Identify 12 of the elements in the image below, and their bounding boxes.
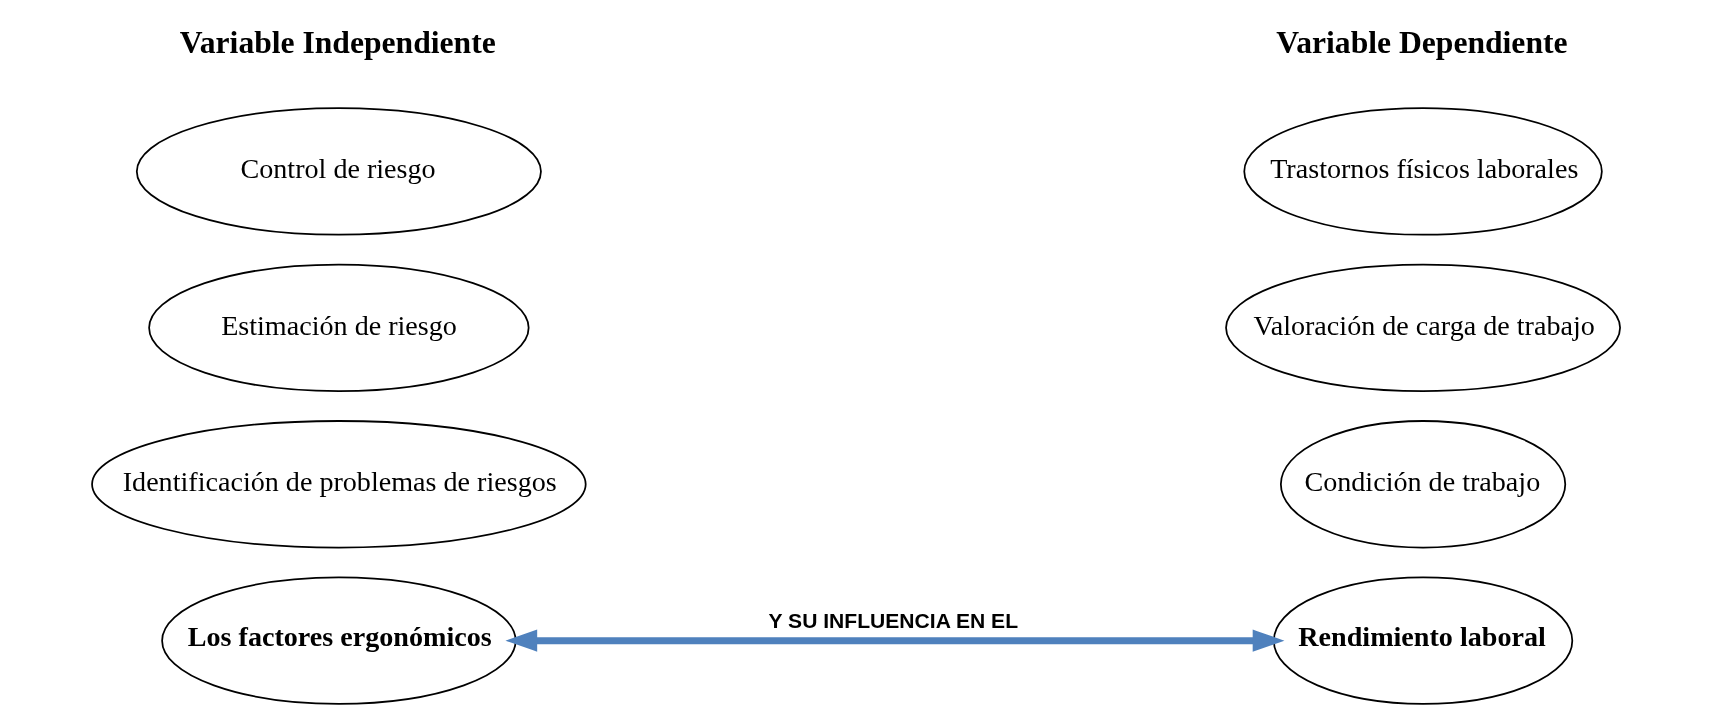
node-ellipse: Trastornos físicos laborales	[1242, 107, 1603, 236]
label: Variable Dependiente	[1275, 24, 1568, 60]
edge-label: Y SU INFLUENCIA EN EL	[768, 608, 1018, 632]
node-ellipse: Estimación de riesgo	[147, 263, 530, 392]
node-ellipse: Control de riesgo	[135, 107, 542, 236]
node-ellipse: Valoración de carga de trabajo	[1224, 263, 1621, 392]
arrow	[504, 629, 1284, 652]
node-ellipse: Los factores ergonómicos	[160, 576, 517, 705]
label: Variable Independiente	[179, 24, 496, 60]
node-ellipse: Identificación de problemas de riesgos	[90, 420, 587, 549]
node-ellipse: Condición de trabajo	[1279, 420, 1566, 549]
node-ellipse: Rendimiento laboral	[1272, 576, 1573, 705]
